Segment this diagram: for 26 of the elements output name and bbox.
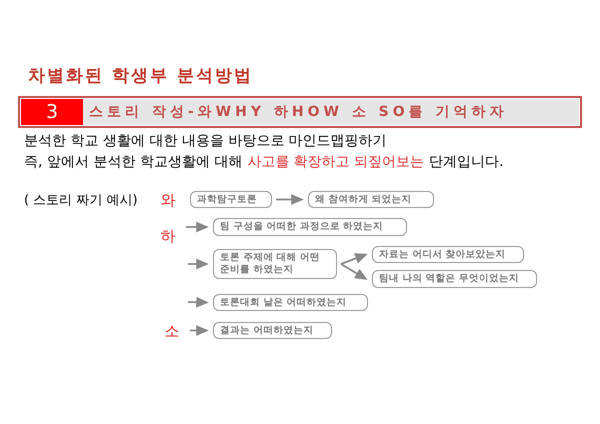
- step-title: 스토리 작성-와WHY 하HOW 소 SO를 기억하자: [83, 99, 579, 125]
- description-text: 분석한 학교 생활에 대한 내용을 바탕으로 마인드맵핑하기: [24, 132, 387, 151]
- arrow: [188, 296, 209, 308]
- rounded-box: 결과는 어떠하였는지: [213, 322, 332, 339]
- description-text: 단계입니다.: [429, 153, 504, 172]
- arrow: [340, 253, 368, 265]
- example-label: ( 스토리 짜기 예시): [24, 192, 138, 210]
- rounded-box: 팀 구성을 어떠한 과정으로 하였는지: [213, 218, 407, 236]
- rounded-box: 토론 주제에 대해 어떤 준비를 하였는지: [213, 249, 337, 279]
- category-letter: 소: [162, 321, 182, 341]
- arrow: [276, 194, 304, 205]
- step-number: 3: [21, 99, 83, 125]
- arrow: [186, 222, 209, 232]
- rounded-box: 팀내 나의 역할은 무엇이었는지: [372, 270, 537, 288]
- highlight-text: 사고를 확장하고 되짚어보는: [247, 153, 424, 172]
- rounded-box: 왜 참여하게 되었는지: [308, 191, 434, 208]
- arrow: [340, 263, 368, 280]
- rounded-box: 과학탐구토론: [190, 191, 272, 208]
- rounded-box: 토론대회 날은 어떠하였는지: [213, 294, 368, 311]
- heading: 차별화된 학생부 분석방법: [28, 65, 253, 88]
- category-letter: 하: [158, 226, 178, 246]
- rounded-box: 자료는 어디서 찾아보았는지: [372, 246, 524, 263]
- category-letter: 와: [158, 190, 178, 210]
- arrow: [188, 258, 209, 270]
- arrow: [190, 325, 209, 336]
- description-text: 즉, 앞에서 분석한 학교생활에 대해: [24, 153, 242, 172]
